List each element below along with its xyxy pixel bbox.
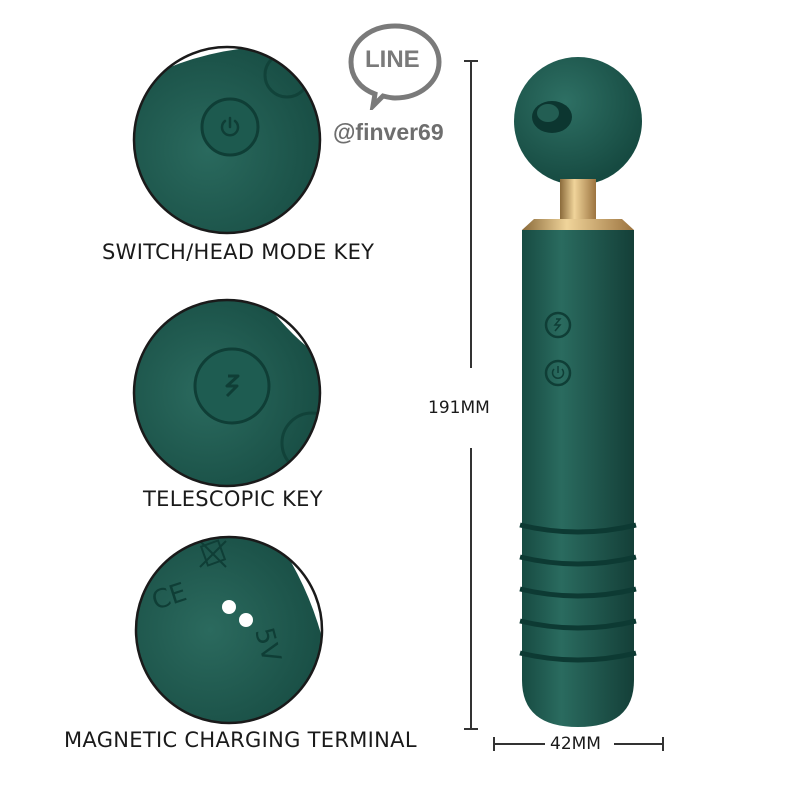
watermark-handle: @finver69 <box>333 119 444 145</box>
telescopic-key-detail-circle <box>132 298 322 488</box>
line-logo-icon <box>348 23 442 110</box>
feature-caption-switch: SWITCH/HEAD MODE KEY <box>102 240 375 264</box>
feature-caption-telescopic: TELESCOPIC KEY <box>143 487 323 511</box>
width-dimension-label: 42MM <box>550 734 601 754</box>
width-dimension-cap-left <box>493 737 495 751</box>
line-logo-text: LINE <box>365 46 420 73</box>
power-icon <box>220 116 240 137</box>
width-dimension-line-right <box>614 743 664 745</box>
width-dimension-line-left <box>493 743 545 745</box>
telescopic-icon <box>225 374 240 398</box>
switch-key-detail-circle <box>132 45 322 235</box>
charging-terminal-detail-circle <box>134 535 324 725</box>
feature-caption-charging: MAGNETIC CHARGING TERMINAL <box>64 728 417 752</box>
height-dimension-cap-bottom <box>464 728 478 730</box>
width-dimension-cap-right <box>662 737 664 751</box>
height-dimension-line-bottom <box>470 448 472 730</box>
height-dimension-line-top <box>470 60 472 368</box>
height-dimension-cap-top <box>464 60 478 62</box>
product-illustration <box>514 57 642 727</box>
height-dimension-label: 191MM <box>428 398 490 418</box>
